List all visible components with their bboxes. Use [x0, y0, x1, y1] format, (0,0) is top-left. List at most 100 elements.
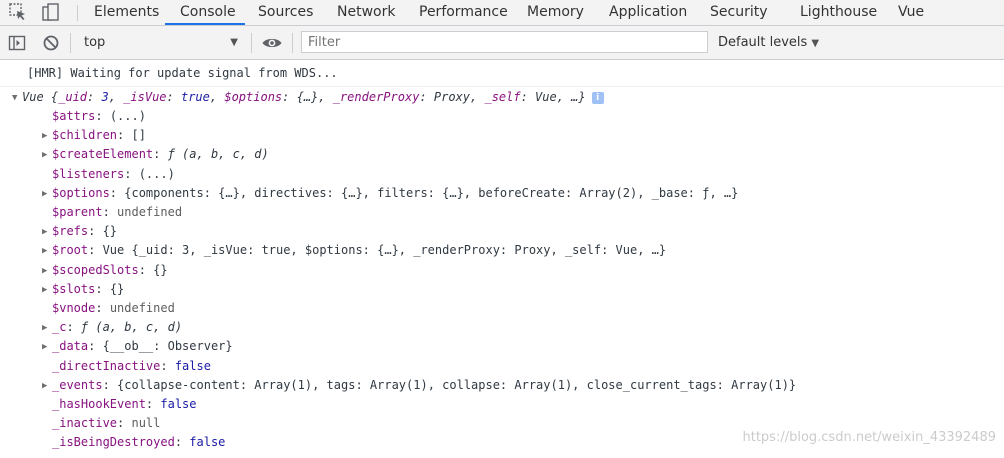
property-row[interactable]: ▶ $options: {components: {…}, directives:…: [42, 184, 1004, 203]
separator: :: [520, 90, 536, 104]
preview-key: _self: [484, 90, 521, 104]
separator: :: [102, 377, 118, 392]
hmr-message: [HMR] Waiting for update signal from WDS…: [27, 66, 338, 80]
expand-arrow-icon[interactable]: ▶: [42, 284, 48, 295]
expand-arrow-icon[interactable]: ▶: [42, 150, 48, 161]
property-row[interactable]: ▶_c: ƒ (a, b, c, d): [42, 318, 1004, 337]
property-value: (...): [138, 166, 175, 181]
clear-console-icon[interactable]: [42, 34, 60, 52]
watermark-text: https://blog.csdn.net/weixin_43392489: [742, 430, 996, 445]
expand-arrow-icon[interactable]: ▶: [42, 188, 48, 199]
preview-value: 3: [101, 90, 109, 104]
dropdown-arrow-icon: ▼: [811, 38, 820, 49]
tab-vue[interactable]: Vue: [898, 4, 925, 20]
active-tab-indicator: [165, 23, 245, 25]
separator: :: [117, 416, 132, 431]
separator: ,: [318, 90, 333, 104]
preview-key: _renderProxy: [332, 90, 420, 104]
expand-arrow-icon[interactable]: ▶: [42, 342, 48, 353]
expand-arrow-icon[interactable]: ▶: [42, 246, 48, 257]
property-row: _isBeingDestroyed: false: [42, 433, 1004, 452]
property-value: ƒ (a, b, c, d): [167, 147, 269, 162]
dropdown-arrow-icon: ▼: [230, 37, 238, 48]
property-row[interactable]: ▶_data: {__ob__: Observer}: [42, 337, 1004, 356]
expand-arrow-icon[interactable]: ▶: [42, 380, 48, 391]
tab-lighthouse[interactable]: Lighthouse: [800, 4, 878, 20]
property-value: undefined: [117, 205, 183, 219]
tab-memory[interactable]: Memory: [527, 4, 584, 20]
property-value: {}: [102, 224, 118, 239]
property-value: {}: [109, 281, 125, 296]
property-key: $listeners: [52, 166, 125, 181]
separator: :: [95, 109, 110, 123]
property-key: $vnode: [52, 301, 96, 315]
property-row: _inactive: null: [42, 414, 1004, 433]
object-summary[interactable]: ▼Vue {_uid: 3, _isVue: true, $options: {…: [12, 88, 1004, 107]
preview-key: _isVue: [123, 90, 167, 104]
property-value: false: [160, 397, 197, 411]
property-row[interactable]: ▶$root: Vue {_uid: 3, _isVue: true, $opt…: [42, 241, 1004, 260]
property-row[interactable]: ▶ _events: {collapse-content: Array(1), t…: [42, 376, 1004, 395]
property-key: $options: [52, 185, 110, 200]
separator: :: [109, 185, 125, 200]
separator: :: [153, 147, 168, 162]
property-row[interactable]: ▶$scopedSlots: {}: [42, 261, 1004, 280]
property-key: _c: [52, 320, 67, 335]
console-output: [HMR] Waiting for update signal from WDS…: [0, 60, 1004, 458]
log-levels-dropdown[interactable]: Default levels▼: [718, 32, 819, 54]
property-value: Vue {_uid: 3, _isVue: true, $options: {……: [102, 243, 667, 258]
property-key: $slots: [52, 281, 96, 296]
property-row[interactable]: ▶$slots: {}: [42, 280, 1004, 299]
property-key: $parent: [52, 205, 103, 219]
expand-arrow-icon[interactable]: ▶: [42, 323, 48, 334]
inspect-element-icon[interactable]: [8, 2, 30, 22]
separator: ,: [209, 90, 225, 104]
preview-key: _uid: [58, 90, 88, 104]
separator: ,: [108, 90, 124, 104]
property-row[interactable]: ▶$children: []: [42, 126, 1004, 145]
property-key: _events: [52, 377, 103, 392]
tab-elements[interactable]: Elements: [94, 4, 160, 20]
console-toolbar: top ▼ Default levels▼: [0, 26, 1004, 60]
expand-arrow-icon[interactable]: ▶: [42, 265, 48, 276]
property-key: $children: [52, 128, 118, 143]
expand-arrow-icon[interactable]: ▼: [12, 93, 18, 103]
filter-input[interactable]: [301, 31, 708, 53]
live-expression-eye-icon[interactable]: [261, 34, 283, 52]
property-row: $parent: undefined: [42, 203, 1004, 222]
expand-arrow-icon[interactable]: ▶: [42, 131, 48, 142]
property-key: $refs: [52, 224, 89, 239]
property-key: _isBeingDestroyed: [52, 435, 175, 450]
separator: :: [138, 262, 154, 277]
property-key: _inactive: [52, 416, 118, 431]
info-icon[interactable]: i: [591, 92, 604, 104]
property-key: _directInactive: [52, 358, 161, 373]
property-value: {components: {…}, directives: {…}, filte…: [124, 185, 739, 200]
console-message: [HMR] Waiting for update signal from WDS…: [0, 60, 1004, 87]
separator: :: [166, 90, 181, 104]
property-row[interactable]: ▶$createElement: ƒ (a, b, c, d): [42, 145, 1004, 164]
property-value: {collapse-content: Array(1), tags: Array…: [117, 377, 797, 392]
tab-performance[interactable]: Performance: [419, 4, 508, 20]
tab-sources[interactable]: Sources: [258, 4, 314, 20]
tab-security[interactable]: Security: [710, 4, 768, 20]
property-row[interactable]: ▶$refs: {}: [42, 222, 1004, 241]
property-key: _data: [52, 339, 89, 354]
expand-arrow-icon[interactable]: ▶: [42, 227, 48, 238]
context-selector[interactable]: top ▼: [76, 32, 246, 54]
tab-network[interactable]: Network: [337, 4, 396, 20]
property-value: {}: [153, 262, 168, 277]
separator: :: [282, 90, 297, 104]
separator: :: [87, 90, 102, 104]
separator: :: [66, 320, 81, 335]
sidebar-toggle-icon[interactable]: [8, 34, 26, 52]
property-row: $listeners: (...): [42, 165, 1004, 184]
preview-value: Proxy: [433, 90, 471, 104]
tab-application[interactable]: Application: [609, 4, 688, 20]
preview-key: $options: [224, 90, 283, 104]
log-levels-label: Default levels: [718, 35, 808, 50]
property-value: null: [131, 416, 161, 431]
tab-console[interactable]: Console: [180, 4, 236, 20]
device-toolbar-icon[interactable]: [40, 2, 62, 22]
preview-value: Vue: [535, 90, 557, 104]
